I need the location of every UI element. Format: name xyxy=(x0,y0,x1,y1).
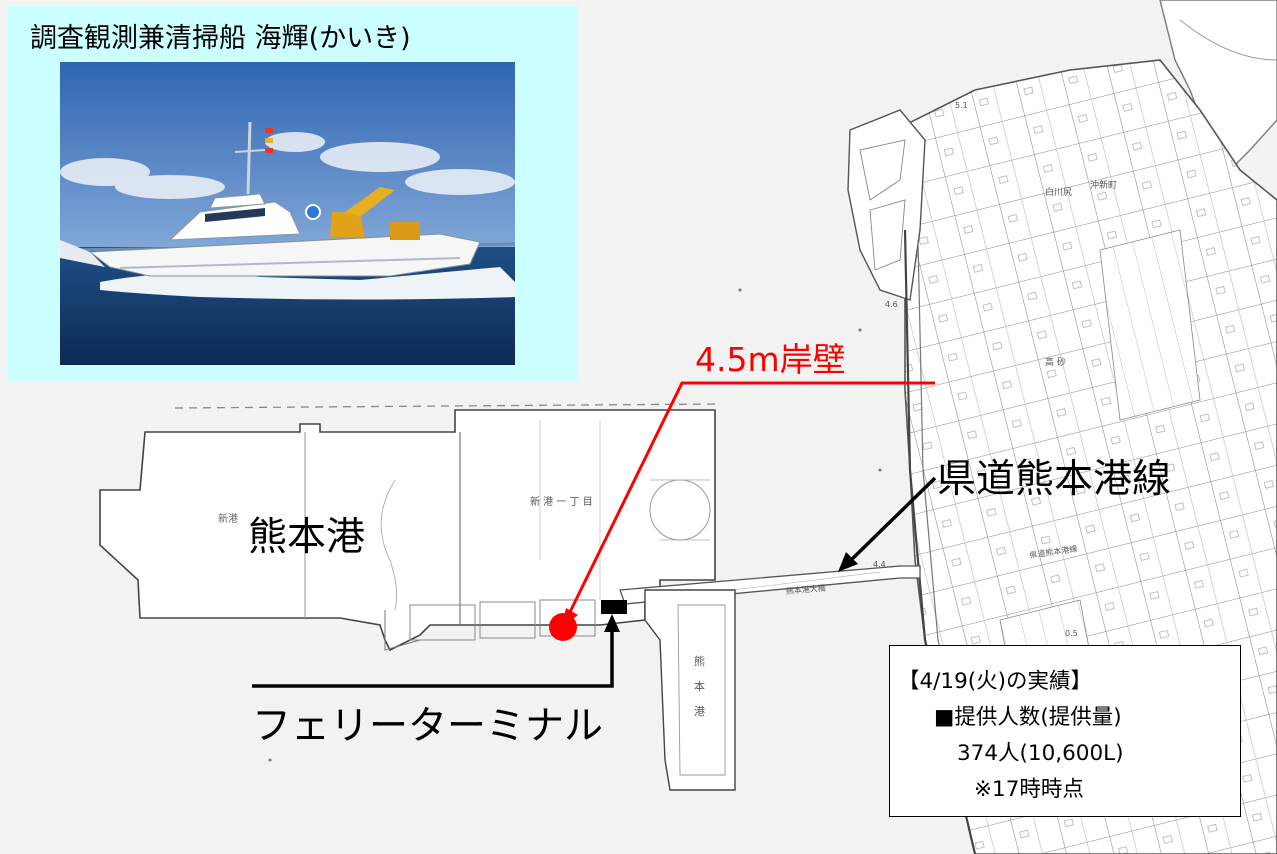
label-okishinmachi: 沖新町 xyxy=(1090,179,1117,191)
ferry-terminal-label: フェリーターミナル xyxy=(252,704,604,749)
label-spot-a: 4.4 xyxy=(873,560,886,569)
label-shinko: 新港 xyxy=(218,512,238,525)
results-info-box: 【4/19(火)の実績】 ■提供人数(提供量) 374人(10,600L) ※1… xyxy=(889,645,1241,817)
port-island xyxy=(99,409,716,652)
ship-photo-panel: 調査観測兼清掃船 海輝(かいき) xyxy=(8,6,578,381)
berth-label: 4.5m岸壁 xyxy=(695,340,846,379)
south-pier xyxy=(644,589,736,791)
ship-title: 調査観測兼清掃船 海輝(かいき) xyxy=(30,23,411,54)
info-line-1: ■提供人数(提供量) xyxy=(934,705,1122,730)
label-shirakawa: 白川尻 xyxy=(1045,186,1072,198)
svg-text:本: 本 xyxy=(694,679,705,693)
berth-leader-line xyxy=(568,381,935,613)
info-title: 【4/19(火)の実績】 xyxy=(898,669,1093,694)
road-leader-line xyxy=(846,476,937,565)
label-spot-d: 0.5 xyxy=(1065,629,1078,638)
berth-marker xyxy=(549,613,577,641)
ferry-terminal-marker xyxy=(601,600,627,614)
label-bridge: 熊本港大橋 xyxy=(785,583,826,596)
label-takamiya: 高 砂 xyxy=(1045,356,1066,368)
svg-text:港: 港 xyxy=(694,705,705,718)
label-kumamotoko-vertical: 熊本港 xyxy=(694,654,705,718)
port-label: 熊本港 xyxy=(248,515,366,560)
info-line-2: 374人(10,600L) xyxy=(957,741,1124,766)
ferry-leader-line xyxy=(252,630,614,688)
info-line-3: ※17時時点 xyxy=(974,777,1084,802)
ship-photo xyxy=(60,62,515,365)
svg-text:熊: 熊 xyxy=(694,654,705,668)
label-shinko-1chome: 新 港 一 丁 目 xyxy=(530,495,593,508)
label-spot-c: 5.1 xyxy=(955,101,968,110)
label-spot-b: 4.6 xyxy=(885,300,898,309)
road-label: 県道熊本港線 xyxy=(937,457,1172,502)
